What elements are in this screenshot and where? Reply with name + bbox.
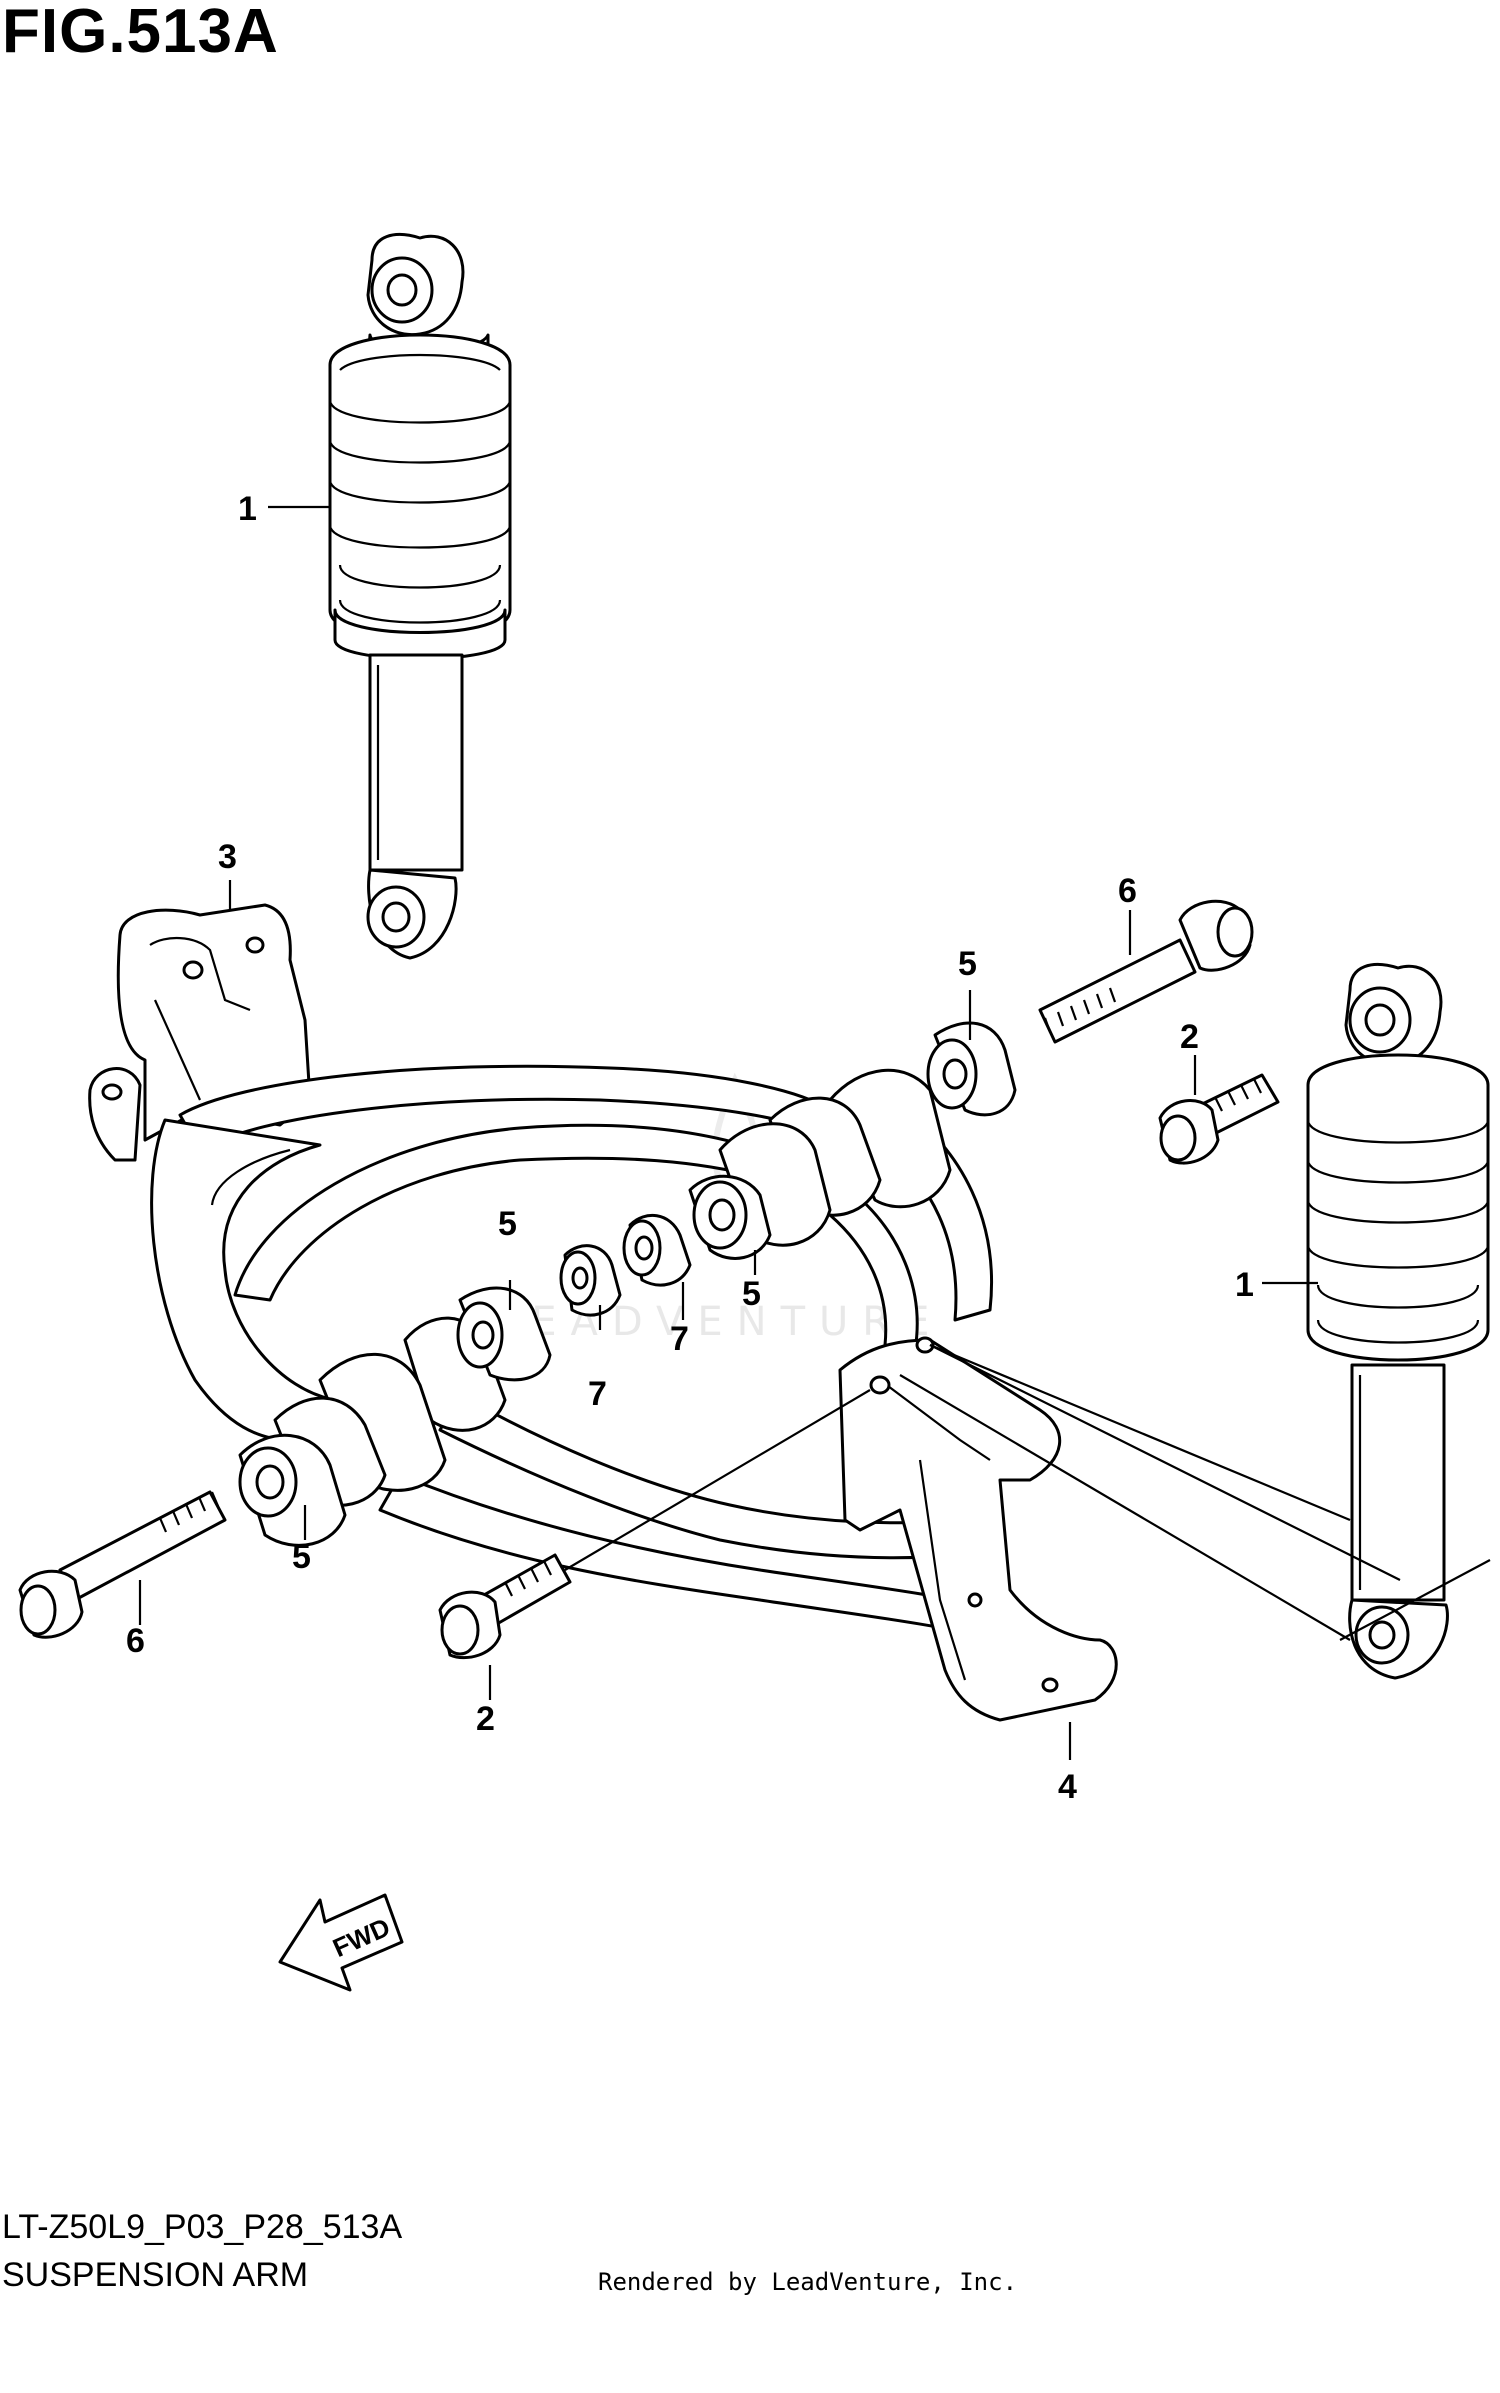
callout-6-bottom: 6 xyxy=(126,1622,145,1660)
diagram-caption: SUSPENSION ARM xyxy=(2,2256,309,2294)
callout-2-right: 2 xyxy=(1180,1018,1199,1056)
callout-5-mid-right: 5 xyxy=(742,1275,761,1313)
callout-5-mid-left: 5 xyxy=(498,1205,517,1243)
bushing-set-left xyxy=(238,1286,552,1547)
callout-4: 4 xyxy=(1058,1768,1077,1806)
fwd-arrow: FWD xyxy=(278,1893,404,1992)
figure-title: FIG.513A xyxy=(2,0,279,66)
suspension-arm-frame xyxy=(150,1064,1007,1642)
callout-5-bottom-left: 5 xyxy=(292,1538,311,1576)
bushing-set-right xyxy=(688,1021,1017,1260)
rendered-by-credit: Rendered by LeadVenture, Inc. xyxy=(598,2268,1018,2296)
watermark: LEADVENTURE xyxy=(495,1072,943,1345)
callout-2-bottom: 2 xyxy=(476,1700,495,1738)
callout-7-left: 7 xyxy=(588,1375,607,1413)
callout-1-upper-left: 1 xyxy=(238,490,257,528)
nut-right xyxy=(622,1213,692,1287)
shock-absorber-upper-left xyxy=(328,233,512,960)
short-bolt-bottom xyxy=(438,1553,572,1660)
callout-6-top: 6 xyxy=(1118,872,1137,910)
watermark-text: LEADVENTURE xyxy=(495,1299,943,1345)
callout-5-top: 5 xyxy=(958,945,977,983)
diagram-code: LT-Z50L9_P03_P28_513A xyxy=(2,2208,403,2246)
callout-7-right: 7 xyxy=(670,1320,689,1358)
callouts: 1 1 2 2 3 4 5 5 5 5 6 6 7 7 xyxy=(126,490,1254,1806)
bracket-lower xyxy=(838,1336,1118,1722)
shock-absorber-right xyxy=(1306,963,1490,1680)
callout-1-right: 1 xyxy=(1235,1266,1254,1304)
short-bolt-right xyxy=(1158,1073,1280,1165)
leader-lines xyxy=(138,505,1491,1760)
nut-left xyxy=(559,1244,622,1317)
long-bolt-top xyxy=(1038,899,1254,1044)
long-bolt-bottom xyxy=(18,1490,227,1639)
callout-3: 3 xyxy=(218,838,237,876)
bracket-upper-left xyxy=(88,903,312,1162)
